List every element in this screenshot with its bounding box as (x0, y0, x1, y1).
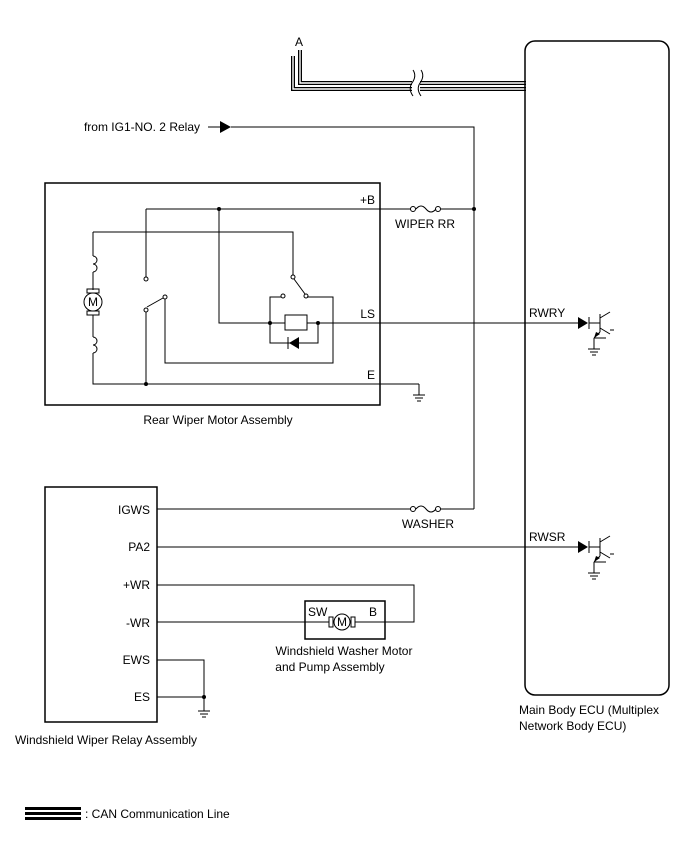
relay-title: Windshield Wiper Relay Assembly (15, 733, 197, 747)
coil-icon (92, 336, 98, 354)
washer-b-label: B (369, 605, 377, 619)
pin-ews-label: EWS (123, 653, 150, 667)
can-legend-label: : CAN Communication Line (85, 807, 230, 821)
ig1-feed-wire (231, 126, 475, 509)
washer-title-2: and Pump Assembly (275, 660, 384, 674)
ground-icon (198, 710, 210, 718)
rear-motor-title: Rear Wiper Motor Assembly (143, 413, 292, 427)
pin-es-label: ES (134, 690, 150, 704)
pin-plus-wr-label: +WR (123, 578, 150, 592)
coil-icon (92, 255, 98, 273)
diode-icon (578, 317, 588, 329)
can-line (291, 50, 526, 97)
connector-a-label: A (295, 35, 303, 49)
washer-fuse-label: WASHER (402, 517, 455, 531)
arrow-icon (220, 121, 231, 133)
pin-ls-label: LS (360, 307, 375, 321)
washer-motor-box (304, 600, 386, 640)
source-label: from IG1-NO. 2 Relay (84, 120, 200, 134)
wiper-rr-label: WIPER RR (395, 217, 455, 231)
wiper-relay-box (44, 486, 158, 723)
rwry-label: RWRY (529, 306, 565, 320)
diode-icon (578, 541, 588, 553)
pin-minus-wr-label: -WR (126, 616, 150, 630)
transistor-icon (588, 311, 614, 356)
ecu-title-2: Network Body ECU) (519, 719, 626, 733)
washer-sw-label: SW (308, 605, 328, 619)
ground-icon (413, 394, 425, 402)
main-body-ecu-box (524, 40, 670, 696)
rear-motor-icon: M (83, 288, 103, 316)
switch-icon (293, 278, 306, 295)
washer-motor-icon: M (305, 613, 385, 631)
rwsr-label: RWSR (529, 530, 566, 544)
pin-e-label: E (367, 368, 375, 382)
washer-title-1: Windshield Washer Motor (276, 644, 413, 658)
diode-icon (289, 337, 299, 349)
wiper-rr-fuse-icon (410, 205, 441, 213)
svg-text:M: M (88, 295, 98, 309)
svg-text:M: M (337, 615, 347, 629)
relay-coil-icon (284, 314, 308, 331)
pin-b-label: +B (360, 193, 375, 207)
switch-icon (146, 297, 164, 308)
washer-fuse-icon (410, 505, 441, 513)
transistor-icon (588, 535, 614, 580)
ecu-title-1: Main Body ECU (Multiplex (519, 703, 659, 717)
rear-wiper-motor-box (44, 182, 381, 406)
can-legend-icon (25, 807, 81, 820)
pin-igws-label: IGWS (118, 503, 150, 517)
pin-pa2-label: PA2 (128, 540, 150, 554)
